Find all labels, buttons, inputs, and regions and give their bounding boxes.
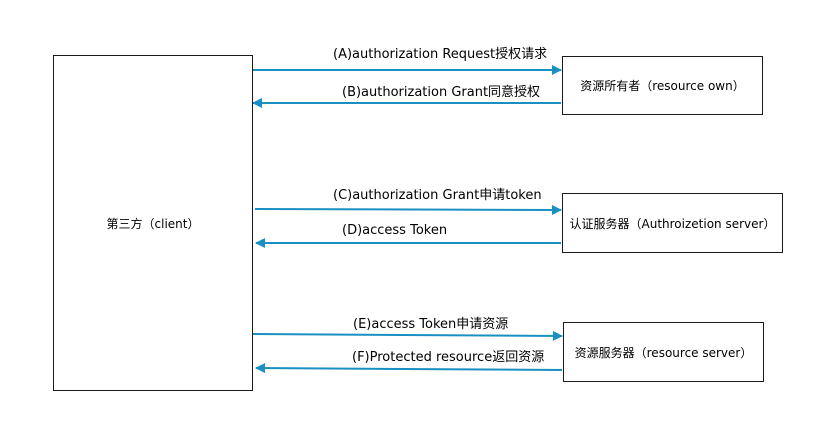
edge-label-b: (B)authorization Grant同意授权: [342, 85, 541, 100]
arrow-c-grant-token: [254, 204, 562, 215]
edge-label-e: (E)access Token申请资源: [353, 317, 509, 332]
arrow-f-protected-resource: [255, 363, 563, 374]
edge-label-a: (A)authorization Request授权请求: [333, 47, 548, 62]
edge-label-c: (C)authorization Grant申请token: [333, 188, 542, 203]
client-label: 第三方（client）: [106, 216, 200, 231]
edge-label-f: (F)Protected resource返回资源: [352, 350, 545, 365]
resource-server-label: 资源服务器（resource server）: [574, 345, 753, 360]
resource-owner-label: 资源所有者（resource own）: [580, 79, 745, 93]
edge-label-d: (D)access Token: [342, 223, 448, 238]
arrow-e-request-resource: [252, 330, 563, 341]
resource-server-node: 资源服务器（resource server）: [563, 322, 764, 382]
resource-owner-node: 资源所有者（resource own）: [562, 56, 763, 115]
auth-server-node: 认证服务器（Authroizetion server）: [562, 193, 783, 253]
auth-server-label: 认证服务器（Authroizetion server）: [569, 216, 776, 231]
client-node: 第三方（client）: [53, 55, 253, 391]
